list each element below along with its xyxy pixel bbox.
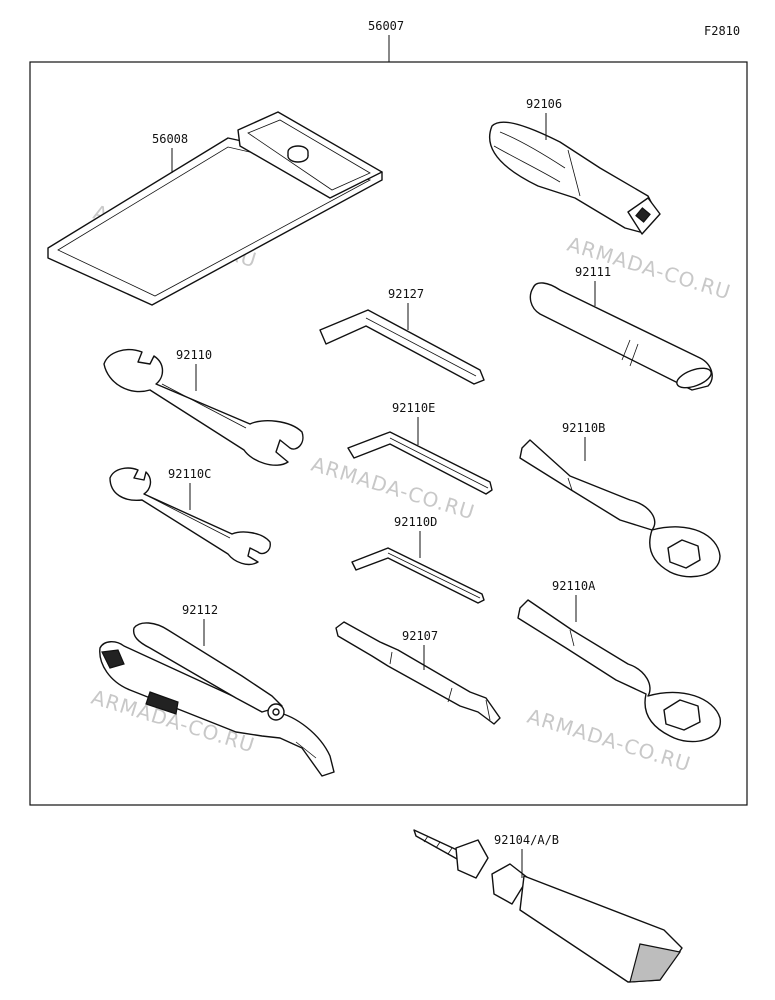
hex-key-92110E (347, 431, 493, 495)
label-92110C: 92110C (168, 467, 211, 481)
open-wrench-92110 (103, 348, 304, 466)
label-92106: 92106 (526, 97, 562, 111)
label-92110E: 92110E (392, 401, 435, 415)
label-92127: 92127 (388, 287, 424, 301)
label-92110A: 92110A (552, 579, 596, 593)
extension-tube-92111 (529, 282, 713, 391)
figure-code: F2810 (704, 24, 740, 38)
screwdriver-92107 (335, 621, 501, 725)
ring-wrench-92110A (517, 599, 721, 743)
grease-tube-92104 (413, 829, 683, 983)
hex-key-92127 (319, 309, 485, 385)
open-wrench-92110C (109, 467, 271, 566)
label-92111: 92111 (575, 265, 611, 279)
ring-wrench-92110B (519, 439, 721, 578)
screwdriver-handle-92106 (489, 121, 661, 235)
hex-key-92110D (351, 547, 485, 604)
assembly-label: 56007 (368, 19, 404, 33)
tool-bag-56008 (47, 111, 383, 306)
label-92110: 92110 (176, 348, 212, 362)
label-92110D: 92110D (394, 515, 437, 529)
label-56008: 56008 (152, 132, 188, 146)
label-92107: 92107 (402, 629, 438, 643)
label-92104: 92104/A/B (494, 833, 559, 847)
toolkit-frame (29, 61, 748, 806)
label-92110B: 92110B (562, 421, 605, 435)
pliers-92112 (99, 622, 335, 777)
label-92112: 92112 (182, 603, 218, 617)
